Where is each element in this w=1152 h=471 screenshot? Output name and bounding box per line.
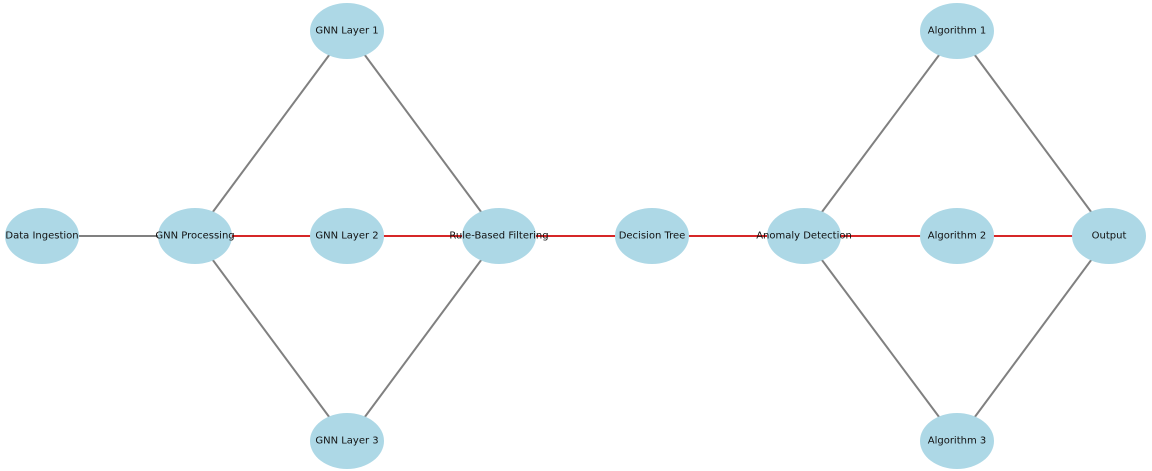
edge-anomaly-detection-to-algorithm-3 bbox=[803, 235, 958, 442]
node-gnn-processing-label: GNN Processing bbox=[155, 231, 234, 242]
nodes-layer: Data Ingestion GNN Processing GNN Layer 1 G… bbox=[5, 3, 1146, 469]
edge-gnn-processing-to-gnn-layer-1 bbox=[194, 30, 348, 237]
node-gnn-layer-3: GNN Layer 3 bbox=[310, 413, 384, 469]
node-output-shape bbox=[1072, 208, 1146, 264]
node-gnn-layer-2: GNN Layer 2 bbox=[310, 208, 384, 264]
node-rule-based-filtering-label: Rule-Based Filtering bbox=[449, 231, 548, 242]
node-gnn-layer-1-label: GNN Layer 1 bbox=[315, 26, 378, 37]
node-rule-based-filtering: Rule-Based Filtering bbox=[449, 208, 549, 264]
node-decision-tree-label: Decision Tree bbox=[619, 231, 686, 242]
node-gnn-layer-1-shape bbox=[310, 3, 384, 59]
node-gnn-layer-1: GNN Layer 1 bbox=[310, 3, 384, 59]
node-gnn-layer-2-label: GNN Layer 2 bbox=[315, 231, 378, 242]
node-gnn-processing: GNN Processing bbox=[155, 208, 235, 264]
node-algorithm-3-label: Algorithm 3 bbox=[928, 436, 987, 447]
node-algorithm-2-label: Algorithm 2 bbox=[928, 231, 987, 242]
node-output-label: Output bbox=[1092, 231, 1127, 242]
node-anomaly-detection-shape bbox=[767, 208, 841, 264]
node-algorithm-3-shape bbox=[920, 413, 994, 469]
node-anomaly-detection-label: Anomaly Detection bbox=[756, 231, 852, 242]
node-gnn-processing-shape bbox=[158, 208, 232, 264]
node-data-ingestion: Data Ingestion bbox=[5, 208, 79, 264]
node-algorithm-2: Algorithm 2 bbox=[920, 208, 994, 264]
node-anomaly-detection: Anomaly Detection bbox=[756, 208, 852, 264]
edge-gnn-layer-1-to-rule-based-filtering bbox=[346, 30, 500, 237]
node-decision-tree: Decision Tree bbox=[615, 208, 689, 264]
node-algorithm-2-shape bbox=[920, 208, 994, 264]
node-algorithm-3: Algorithm 3 bbox=[920, 413, 994, 469]
node-gnn-layer-2-shape bbox=[310, 208, 384, 264]
edge-gnn-layer-3-to-rule-based-filtering bbox=[346, 235, 500, 442]
node-decision-tree-shape bbox=[615, 208, 689, 264]
node-algorithm-1-shape bbox=[920, 3, 994, 59]
edge-gnn-processing-to-gnn-layer-3 bbox=[194, 235, 348, 442]
node-output: Output bbox=[1072, 208, 1146, 264]
node-gnn-layer-3-shape bbox=[310, 413, 384, 469]
node-algorithm-1-label: Algorithm 1 bbox=[928, 26, 987, 37]
edge-algorithm-1-to-output bbox=[956, 30, 1110, 237]
node-data-ingestion-shape bbox=[5, 208, 79, 264]
edge-anomaly-detection-to-algorithm-1 bbox=[803, 30, 958, 237]
node-algorithm-1: Algorithm 1 bbox=[920, 3, 994, 59]
node-data-ingestion-label: Data Ingestion bbox=[5, 231, 78, 242]
edge-algorithm-3-to-output bbox=[956, 235, 1110, 442]
node-gnn-layer-3-label: GNN Layer 3 bbox=[315, 436, 378, 447]
node-rule-based-filtering-shape bbox=[462, 208, 536, 264]
